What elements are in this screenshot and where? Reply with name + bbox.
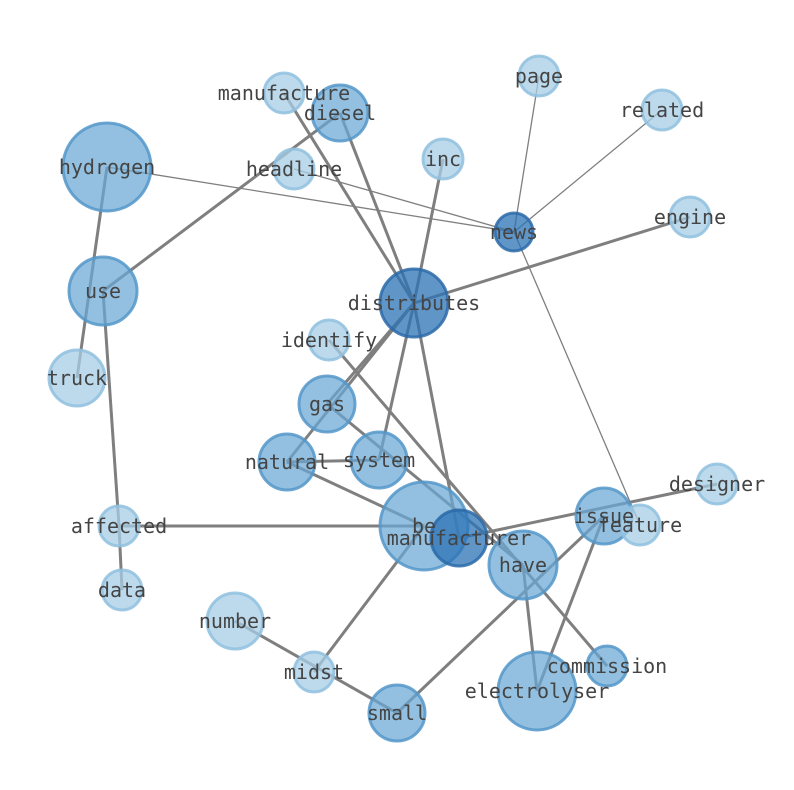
edge-news-feature <box>513 231 641 526</box>
node-system <box>349 430 409 490</box>
node-label-hydrogen: hydrogen <box>59 155 155 179</box>
node-news <box>493 211 535 253</box>
node-diesel <box>310 83 370 143</box>
node-label-page: page <box>515 64 563 88</box>
node-label-engine: engine <box>654 205 726 229</box>
node-label-natural: natural <box>245 450 329 474</box>
node-gas <box>297 374 357 434</box>
node-identify <box>307 318 351 362</box>
node-feature <box>618 503 662 547</box>
node-use <box>67 255 139 327</box>
node-label-feature: feature <box>598 513 682 537</box>
node-number <box>205 591 265 651</box>
node-related <box>640 88 684 132</box>
edge-page-news <box>513 75 540 233</box>
node-label-related: related <box>620 98 704 122</box>
node-have <box>487 529 559 601</box>
node-label-news: news <box>490 220 538 244</box>
node-engine <box>668 195 712 239</box>
node-label-designer: designer <box>669 472 765 496</box>
node-label-small: small <box>367 701 427 725</box>
node-label-distributes: distributes <box>348 291 480 315</box>
edge-related-news <box>513 109 663 233</box>
node-headline <box>272 147 316 191</box>
node-label-system: system <box>343 448 415 472</box>
node-natural <box>257 432 317 492</box>
node-electrolyser <box>496 650 578 732</box>
node-page <box>517 54 561 98</box>
node-hydrogen <box>61 121 153 213</box>
edge-engine-distributes <box>413 215 691 305</box>
node-label-diesel: diesel <box>304 101 376 125</box>
node-label-use: use <box>85 279 121 303</box>
node-manufacture <box>262 71 306 115</box>
edge-use-affected <box>101 290 121 527</box>
node-data <box>100 568 144 612</box>
node-label-gas: gas <box>309 392 345 416</box>
node-label-commission: commission <box>547 654 667 678</box>
node-midst <box>292 650 336 694</box>
node-designer <box>695 462 739 506</box>
node-label-headline: headline <box>246 157 342 181</box>
node-small <box>367 683 427 743</box>
node-label-truck: truck <box>47 366 107 390</box>
node-label-number: number <box>199 609 271 633</box>
node-label-affected: affected <box>71 514 167 538</box>
node-label-be: be <box>412 514 436 538</box>
node-label-manufacturer: manufacturer <box>387 526 532 550</box>
node-affected <box>97 504 141 548</box>
node-distributes <box>378 267 450 339</box>
node-manufacturer <box>429 508 489 568</box>
node-label-have: have <box>499 553 547 577</box>
node-label-identify: identify <box>281 328 377 352</box>
node-label-manufacture: manufacture <box>218 81 350 105</box>
edge-manufacture-distributes <box>282 92 416 304</box>
node-inc <box>421 137 465 181</box>
edge-layer <box>75 75 718 715</box>
node-circles <box>47 54 739 743</box>
node-label-data: data <box>98 578 146 602</box>
edge-issue-small <box>395 514 606 715</box>
node-label-inc: inc <box>425 147 461 171</box>
node-label-midst: midst <box>284 660 344 684</box>
edge-diesel-use <box>102 111 341 293</box>
node-truck <box>47 348 107 408</box>
edge-headline-news <box>293 168 515 233</box>
edge-hydrogen-news <box>106 166 515 233</box>
edge-identify-commission <box>327 339 609 667</box>
node-label-issue: issue <box>574 504 634 528</box>
node-commission <box>585 644 629 688</box>
node-label-electrolyser: electrolyser <box>465 679 610 703</box>
